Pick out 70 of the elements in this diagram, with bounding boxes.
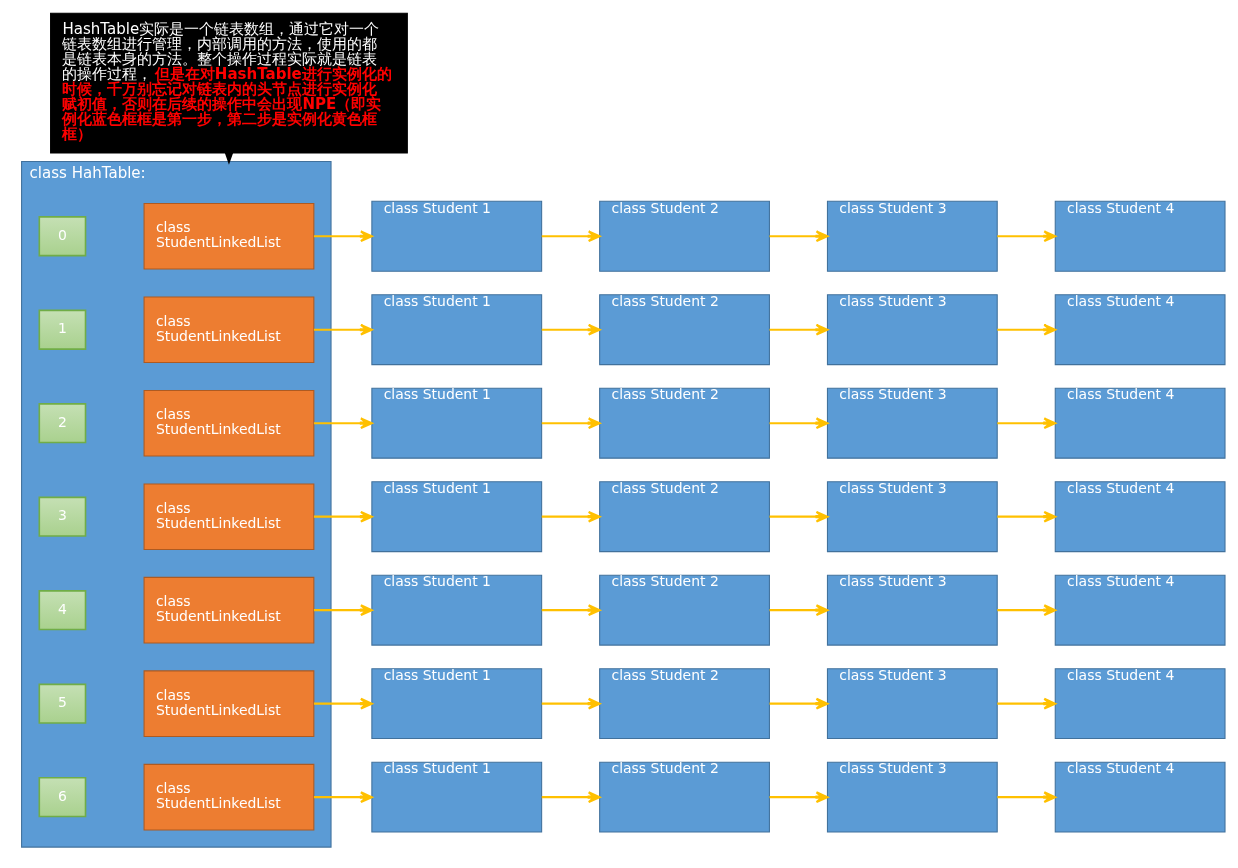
node-box: class Student 1	[371, 574, 543, 646]
node-box: class StudentLinkedList	[143, 389, 315, 457]
node-box: class StudentLinkedList	[143, 202, 315, 270]
node-box: class Student 3	[826, 200, 998, 272]
arrow	[541, 697, 601, 710]
node-box: class Student 4	[1054, 761, 1226, 833]
node-box: class Student 4	[1054, 574, 1226, 646]
arrow	[997, 510, 1057, 523]
node-box: class Student 3	[826, 667, 998, 739]
node-box: 3	[38, 496, 87, 537]
arrow	[313, 416, 373, 429]
arrow	[997, 229, 1057, 242]
node-box: class Student 2	[599, 667, 770, 739]
node-box: 4	[38, 589, 87, 630]
node-box: class Student 4	[1054, 387, 1226, 459]
arrow	[313, 697, 373, 710]
arrow	[313, 790, 373, 803]
node-box: class Student 1	[371, 761, 543, 833]
node-box: class Student 1	[371, 387, 543, 459]
node-box: 6	[38, 776, 87, 817]
node-box: class Student 3	[826, 761, 998, 833]
arrow	[313, 603, 373, 616]
node-box: class Student 2	[599, 200, 770, 272]
arrow	[997, 416, 1057, 429]
arrow	[541, 790, 601, 803]
arrow	[541, 229, 601, 242]
arrow	[769, 229, 829, 242]
node-box: class Student 3	[826, 480, 998, 552]
arrow	[769, 603, 829, 616]
node-box: class Student 4	[1054, 667, 1226, 739]
arrow	[313, 323, 373, 336]
arrow	[541, 323, 601, 336]
arrow	[541, 603, 601, 616]
arrow	[997, 323, 1057, 336]
node-box: class Student 2	[599, 387, 770, 459]
arrow	[997, 603, 1057, 616]
node-box: class Student 1	[371, 200, 543, 272]
node-box: class Student 2	[599, 761, 770, 833]
node-box: class Student 3	[826, 574, 998, 646]
arrow	[769, 323, 829, 336]
arrow	[769, 790, 829, 803]
node-box: 0	[38, 215, 87, 256]
arrow	[997, 790, 1057, 803]
node-box: class StudentLinkedList	[143, 576, 315, 643]
node-box: class Student 3	[826, 387, 998, 459]
node-box: class Student 2	[599, 293, 770, 365]
node-box: class StudentLinkedList	[143, 669, 315, 737]
arrow	[313, 229, 373, 242]
node-box: class Student 1	[371, 293, 543, 365]
node-box: class Student 1	[371, 667, 543, 739]
arrow	[313, 510, 373, 523]
node-box: class Student 4	[1054, 200, 1226, 272]
arrow	[769, 510, 829, 523]
node-box: class Student 3	[826, 293, 998, 365]
arrow	[541, 510, 601, 523]
node-box: class Student 2	[599, 574, 770, 646]
node-box: class Student 4	[1054, 293, 1226, 365]
node-box: class Student 1	[371, 480, 543, 552]
node-box: class Student 2	[599, 480, 770, 552]
node-box: class StudentLinkedList	[143, 295, 315, 363]
node-box: 5	[38, 683, 87, 724]
node-box: class StudentLinkedList	[143, 482, 315, 550]
node-box: class StudentLinkedList	[143, 763, 315, 830]
node-box: 2	[38, 402, 87, 443]
arrow	[541, 416, 601, 429]
node-box: class Student 4	[1054, 480, 1226, 552]
node-box: 1	[38, 309, 87, 350]
arrow	[769, 416, 829, 429]
arrow	[997, 697, 1057, 710]
arrow	[769, 697, 829, 710]
